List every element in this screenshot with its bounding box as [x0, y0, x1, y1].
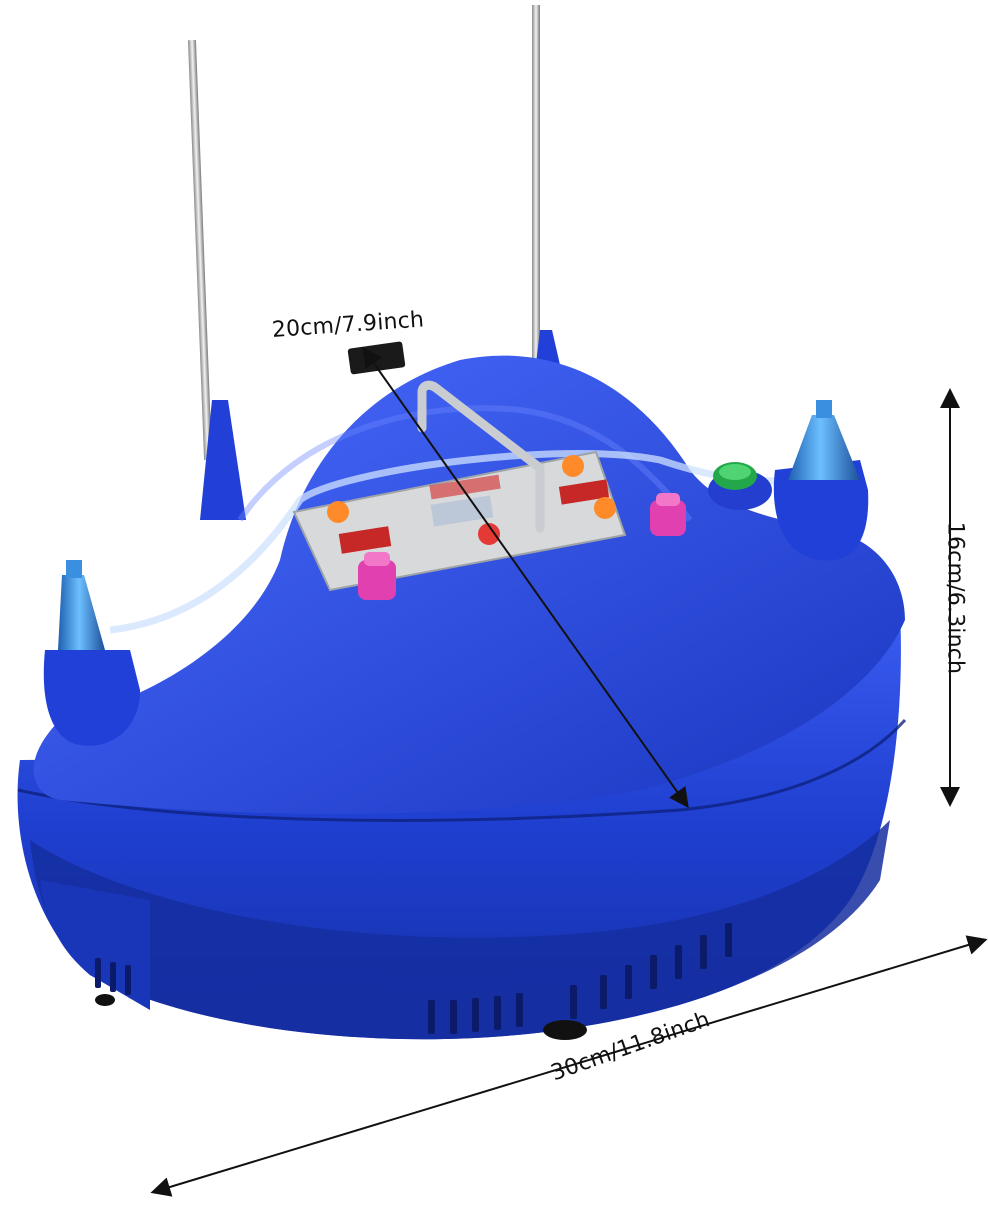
left-antenna-rod [187, 40, 246, 520]
right-decrease-button[interactable] [594, 497, 616, 519]
start-button[interactable] [708, 462, 772, 510]
rubber-foot [543, 1020, 587, 1040]
height-label: 16cm/6.3inch [942, 521, 968, 675]
power-switch[interactable] [347, 341, 406, 375]
right-nozzle[interactable] [773, 400, 869, 561]
depth-dimension-arrow [362, 346, 689, 809]
rubber-foot [95, 994, 115, 1006]
left-increase-button[interactable] [327, 501, 349, 523]
right-increase-button[interactable] [562, 455, 584, 477]
left-nozzle[interactable] [43, 560, 140, 746]
width-dimension-arrow [150, 935, 988, 1197]
